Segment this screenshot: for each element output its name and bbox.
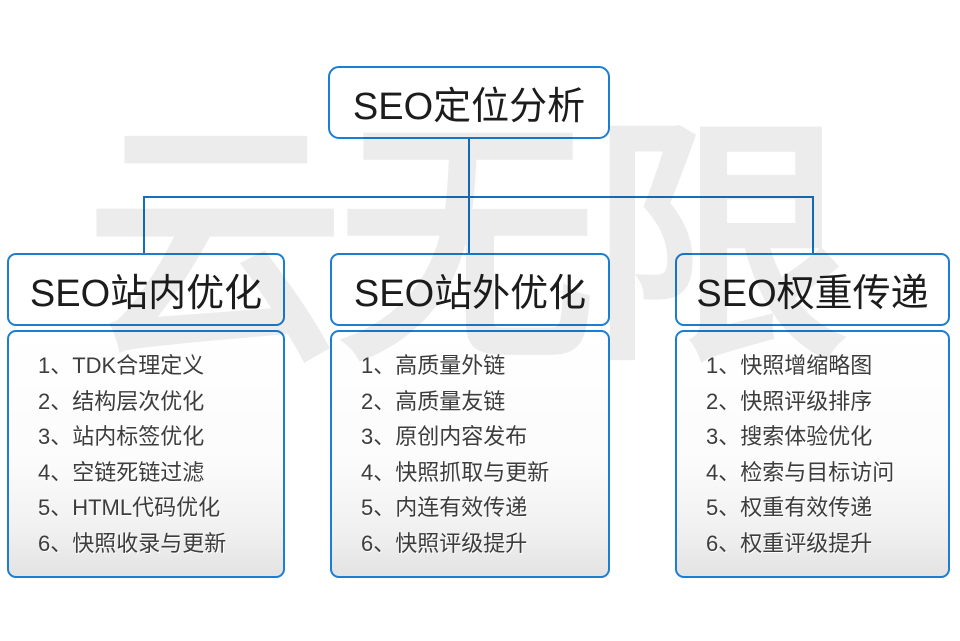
list-panel-weight: 1、快照增缩略图 2、快照评级排序 3、搜索体验优化 4、检索与目标访问 5、权…	[675, 330, 950, 578]
list-panel-onsite: 1、TDK合理定义 2、结构层次优化 3、站内标签优化 4、空链死链过滤 5、H…	[7, 330, 285, 578]
list-item: 5、内连有效传递	[361, 495, 528, 521]
list-item: 5、HTML代码优化	[38, 495, 221, 521]
list-item: 4、快照抓取与更新	[361, 459, 550, 485]
list-item: 6、快照评级提升	[361, 530, 528, 556]
list-item: 2、结构层次优化	[38, 388, 205, 414]
item-list: 1、TDK合理定义 2、结构层次优化 3、站内标签优化 4、空链死链过滤 5、H…	[9, 332, 283, 562]
root-node-seo-positioning: SEO定位分析	[328, 66, 610, 139]
list-item: 5、权重有效传递	[706, 495, 873, 521]
list-item: 4、检索与目标访问	[706, 459, 895, 485]
branch-title: SEO站外优化	[353, 273, 587, 315]
list-item: 2、高质量友链	[361, 388, 506, 414]
list-item: 2、快照评级排序	[706, 388, 873, 414]
connector-root-stem	[468, 139, 470, 197]
connector-drop-right	[812, 196, 814, 254]
branch-title: SEO权重传递	[696, 273, 929, 315]
list-item: 6、快照收录与更新	[38, 530, 227, 556]
item-list: 1、快照增缩略图 2、快照评级排序 3、搜索体验优化 4、检索与目标访问 5、权…	[677, 332, 948, 562]
list-item: 1、TDK合理定义	[38, 353, 205, 378]
connector-drop-middle	[468, 196, 470, 254]
list-item: 3、搜索体验优化	[706, 424, 873, 450]
connector-drop-left	[143, 196, 145, 254]
list-item: 3、原创内容发布	[361, 424, 528, 450]
list-item: 4、空链死链过滤	[38, 459, 205, 485]
list-item: 1、高质量外链	[361, 353, 506, 378]
branch-node-offsite-optimization: SEO站外优化	[330, 253, 610, 326]
list-item: 6、权重评级提升	[706, 530, 873, 556]
branch-node-onsite-optimization: SEO站内优化	[7, 253, 285, 326]
list-item: 3、站内标签优化	[38, 424, 205, 450]
branch-title: SEO站内优化	[29, 273, 263, 315]
list-item: 1、快照增缩略图	[706, 353, 873, 378]
connector-horizontal-bus	[143, 196, 814, 198]
list-panel-offsite: 1、高质量外链 2、高质量友链 3、原创内容发布 4、快照抓取与更新 5、内连有…	[330, 330, 610, 578]
branch-node-weight-transfer: SEO权重传递	[675, 253, 950, 326]
item-list: 1、高质量外链 2、高质量友链 3、原创内容发布 4、快照抓取与更新 5、内连有…	[332, 332, 608, 562]
root-node-label: SEO定位分析	[352, 86, 586, 128]
